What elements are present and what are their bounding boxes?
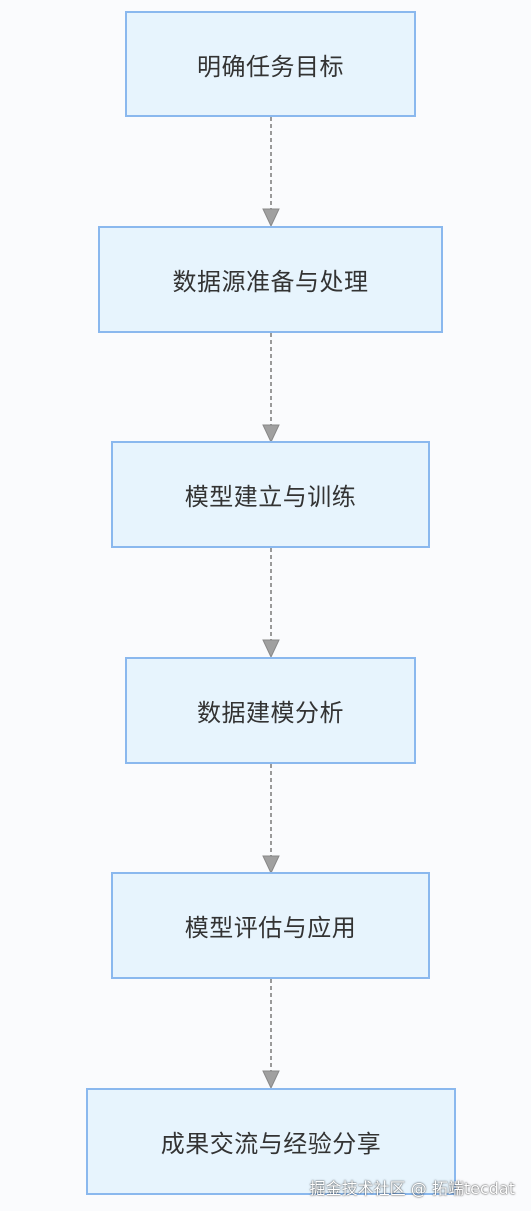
watermark: 掘金技术社区 @ 拓端tecdat [309,1179,515,1198]
flow-step-1-label: 明确任务目标 [197,52,344,81]
flow-step-4: 数据建模分析 [125,657,416,764]
arrow-4 [262,764,280,874]
flow-step-6-label: 成果交流与经验分享 [160,1130,382,1158]
arrow-2 [262,333,280,443]
flow-step-4-label: 数据建模分析 [197,699,344,727]
flow-step-5: 模型评估与应用 [111,872,430,979]
arrow-1 [262,117,280,227]
arrow-3 [262,548,280,658]
flow-step-3: 模型建立与训练 [111,441,430,548]
arrow-5 [262,979,280,1089]
flow-step-5-label: 模型评估与应用 [184,914,357,942]
flow-step-2-label: 数据源准备与处理 [172,268,369,296]
flow-step-2: 数据源准备与处理 [98,226,443,333]
flow-step-1: 明确任务目标 [125,11,416,117]
flow-step-3-label: 模型建立与训练 [184,483,357,511]
flow-step-6: 成果交流与经验分享 [86,1088,456,1195]
